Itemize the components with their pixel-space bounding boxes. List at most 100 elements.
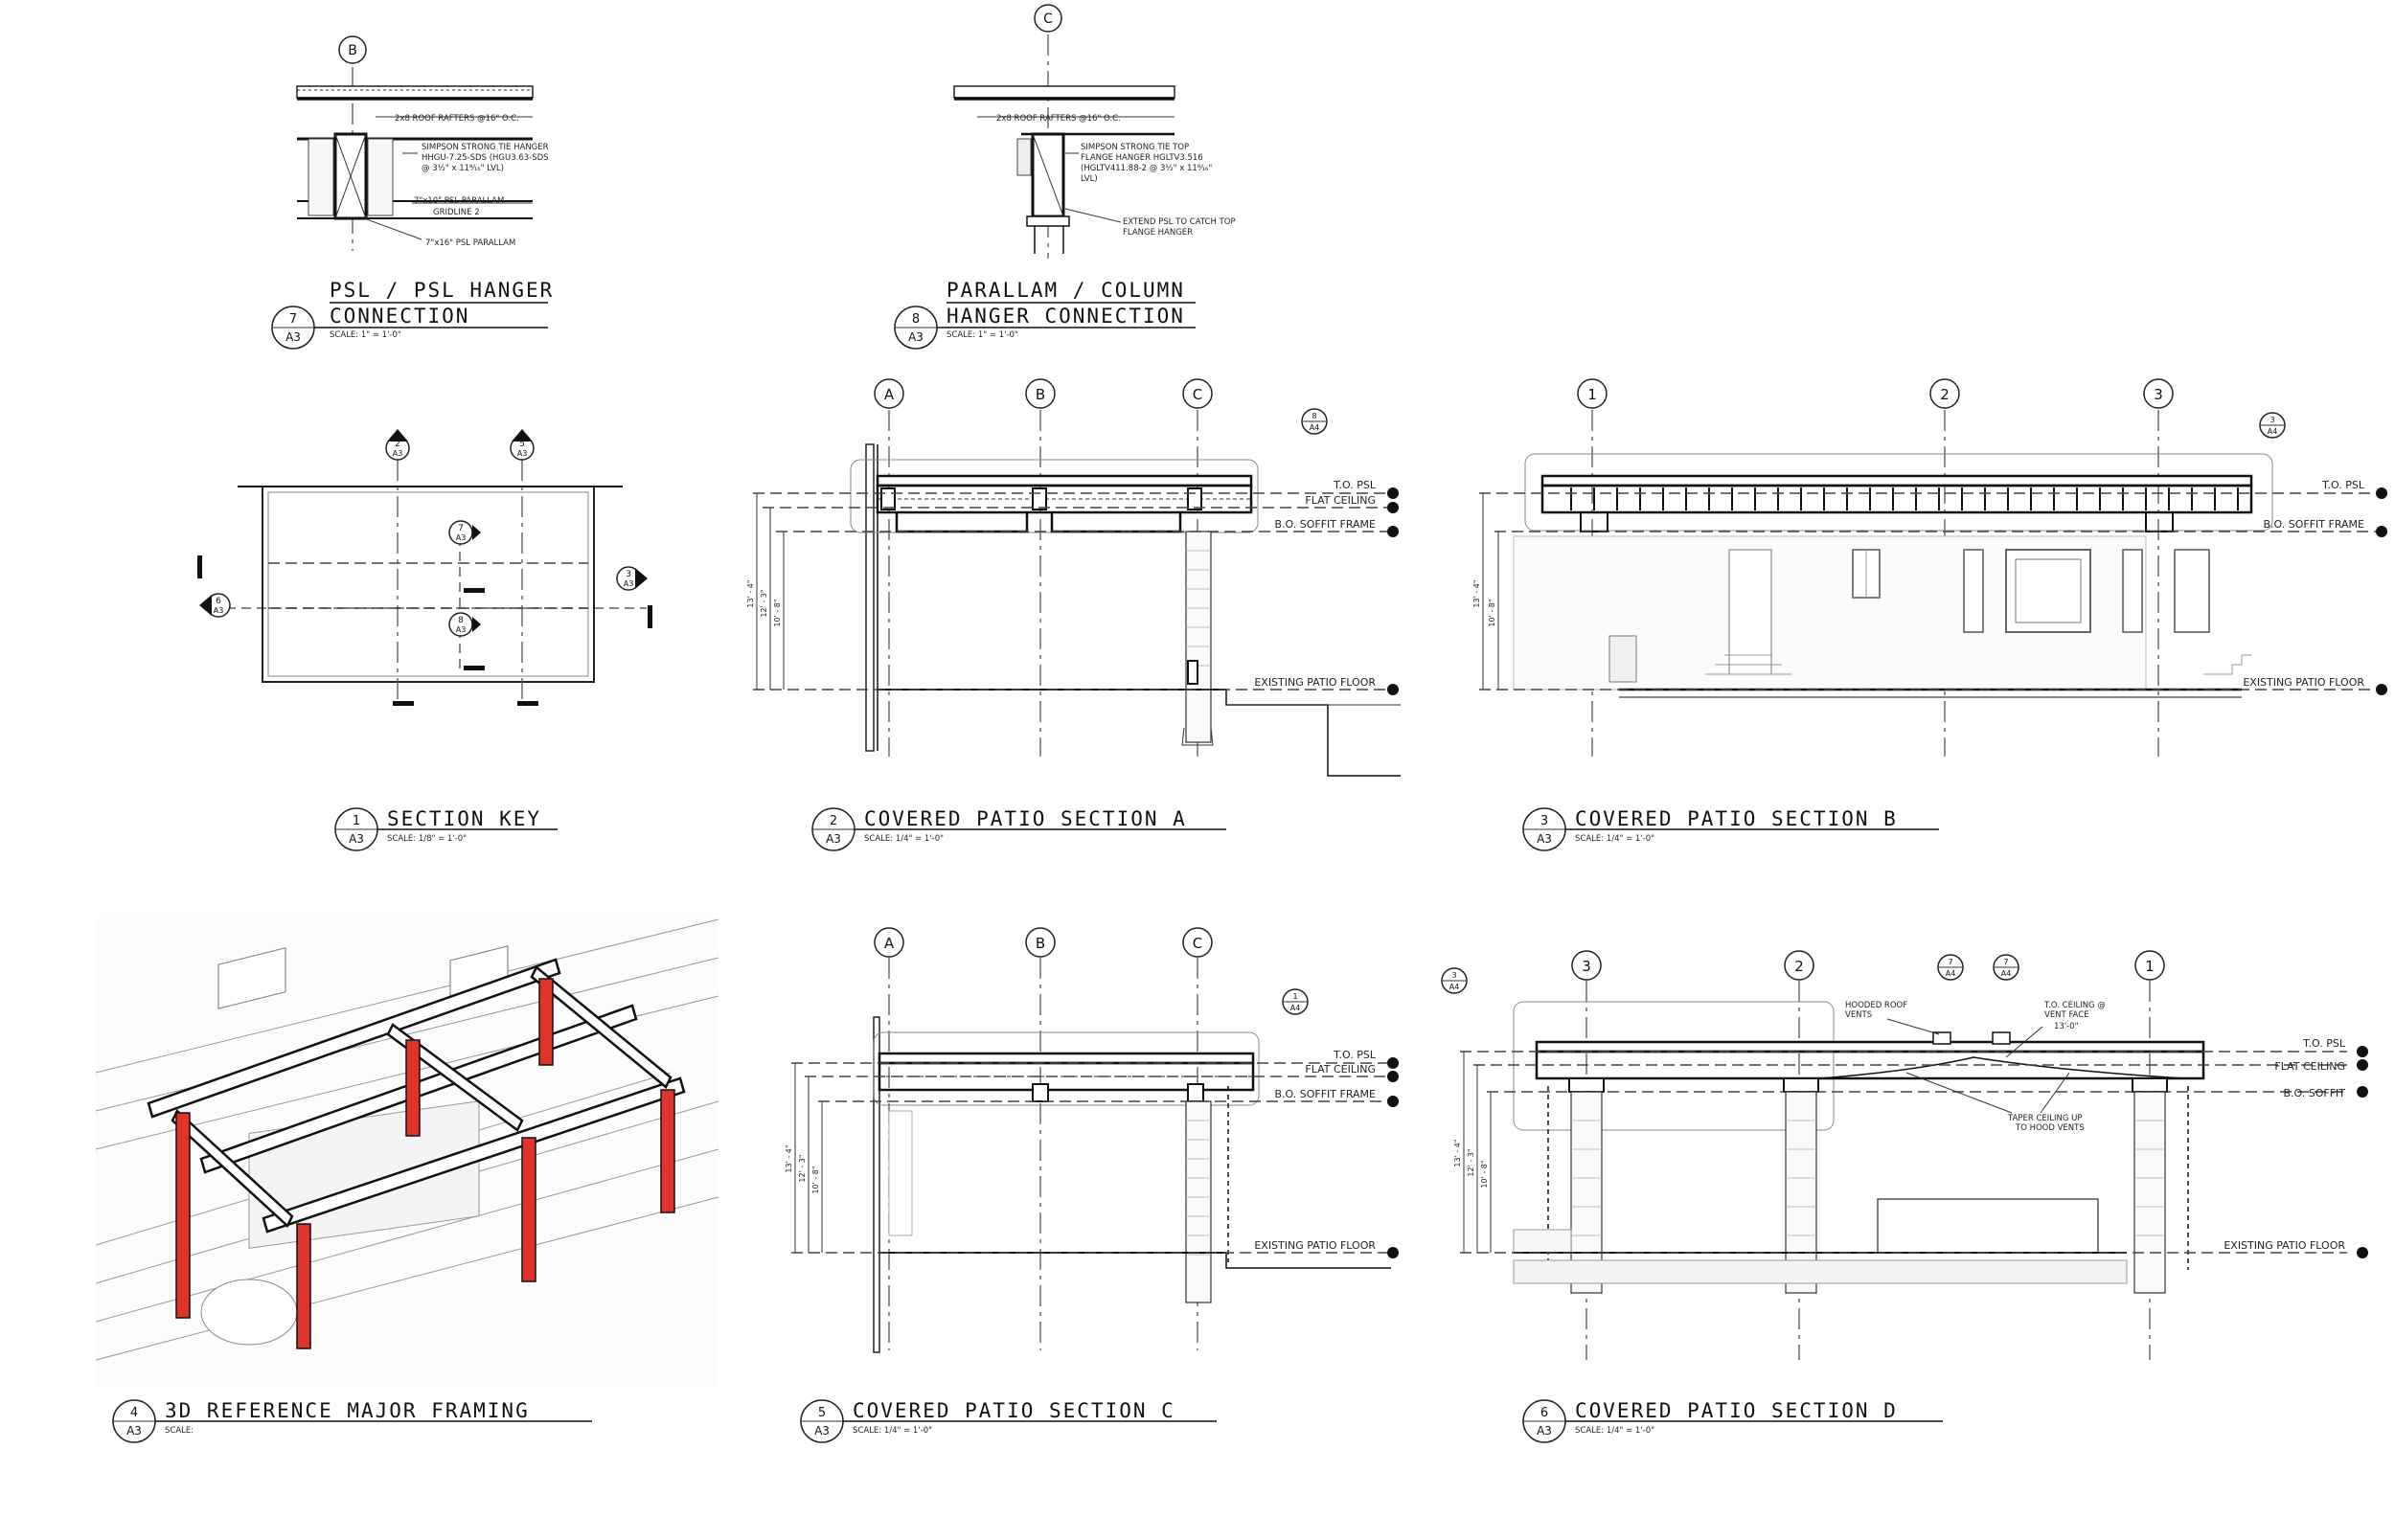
ref-sheet: A3 <box>456 533 467 542</box>
title-text: CONNECTION <box>330 305 469 328</box>
gridline-label: C <box>1193 386 1202 403</box>
level-label: EXISTING PATIO FLOOR <box>1254 676 1376 689</box>
gridline-c-bubble <box>1034 4 1062 33</box>
section-marker-8[interactable]: 8 A3 <box>448 612 481 637</box>
title-detail-5: 5 A3 COVERED PATIO SECTION C SCALE: 1/4"… <box>800 1399 1217 1443</box>
gridline-b-bubble <box>338 35 367 64</box>
level-lines-b: T.O. PSL B.O. SOFFIT FRAME EXISTING PATI… <box>1479 479 2387 695</box>
note-hanger-2: HHGU-7.25-SDS (HGU3.63-SDS <box>422 153 549 163</box>
ref-num: 7 <box>1948 958 1952 966</box>
scale-text: SCALE: 1/4" = 1'-0" <box>1575 1426 1654 1436</box>
dim-label: 10' - 8" <box>811 1166 820 1193</box>
level-label: B.O. SOFFIT FRAME <box>1275 1088 1377 1100</box>
section-marker-7[interactable]: 7 A3 <box>448 520 481 545</box>
detail-6-section-d: 3 2 1 <box>1441 950 2368 1360</box>
note-psl-1b: GRIDLINE 2 <box>433 208 480 217</box>
level-label: B.O. SOFFIT <box>2283 1087 2345 1099</box>
title-detail-4: 4 A3 3D REFERENCE MAJOR FRAMING SCALE: <box>112 1399 592 1443</box>
ref-num: 8 <box>1312 412 1316 420</box>
gridline-label: 1 <box>1587 386 1597 403</box>
gridline-label: 1 <box>2145 958 2155 975</box>
ref-sheet: A4 <box>1290 1004 1301 1012</box>
detail-ref-3[interactable]: 3 A4 <box>2259 412 2286 439</box>
level-label: B.O. SOFFIT FRAME <box>2264 518 2365 531</box>
detail-ref-8[interactable]: 8 A4 <box>1301 408 1328 435</box>
section-marker-3[interactable]: 3 A3 <box>616 566 648 591</box>
scale-text: SCALE: 1/4" = 1'-0" <box>1575 834 1654 844</box>
ref-num: 3 <box>1451 971 1456 980</box>
callout-hooded-2: VENTS <box>1845 1010 1872 1020</box>
ref-sheet: A3 <box>624 579 634 588</box>
detail-ref-3-d[interactable]: 3 A4 <box>1441 967 1468 994</box>
gridline-label: C <box>1193 935 1202 952</box>
ref-sheet: A3 <box>393 449 403 458</box>
gridline-label: 3 <box>1582 958 1591 975</box>
gridline-label: A <box>884 935 895 952</box>
title-num: 8 <box>912 312 920 327</box>
title-sheet: A3 <box>126 1424 142 1438</box>
detail-8-parallam-column: C 2x8 ROOF RAFTERS @16" O.C. SIMPSON STR… <box>953 4 1236 259</box>
dim-label: 13' - 4" <box>1472 579 1481 607</box>
section-marker-5[interactable]: 5 A3 <box>510 429 535 461</box>
scale-text: SCALE: 1/4" = 1'-0" <box>864 834 944 844</box>
ref-sheet: A4 <box>1946 969 1956 978</box>
title-text: COVERED PATIO SECTION B <box>1575 807 1898 830</box>
ref-num: 3 <box>626 570 631 579</box>
note-psl-1: 7"x10" PSL PARALLAM <box>414 196 504 206</box>
title-text: PSL / PSL HANGER <box>330 279 554 302</box>
gridline-label: 3 <box>2154 386 2163 403</box>
red-column-5 <box>521 1137 536 1282</box>
callout-toceil-3: 13'-0" <box>2054 1022 2079 1031</box>
detail-4-3d-framing <box>95 917 719 1387</box>
level-label: B.O. SOFFIT FRAME <box>1275 518 1377 531</box>
note-ext-2: FLANGE HANGER <box>1123 228 1193 238</box>
detail-ref-1[interactable]: 1 A4 <box>1282 988 1309 1015</box>
detail-ref-7-d[interactable]: 7 A4 <box>1937 954 1964 981</box>
ref-num: 2 <box>395 440 400 449</box>
gridline-label: 2 <box>1794 958 1804 975</box>
title-detail-1: 1 A3 SECTION KEY SCALE: 1/8" = 1'-0" <box>334 807 558 851</box>
title-sheet: A3 <box>1537 1424 1552 1438</box>
dimension-stack-a: 13' - 4" 12' - 3" 10' - 8" <box>746 493 785 690</box>
scale-text: SCALE: 1/8" = 1'-0" <box>387 834 467 844</box>
ref-num: 8 <box>458 616 464 625</box>
title-detail-3: 3 A3 COVERED PATIO SECTION B SCALE: 1/4"… <box>1522 807 1939 851</box>
title-text: SECTION KEY <box>387 807 541 830</box>
detail-7-psl-hanger: B 2x8 ROOF RAFTERS @16" O.C. SIMPSON STR… <box>296 35 549 251</box>
ref-sheet: A4 <box>2268 427 2278 436</box>
scale-text: SCALE: 1" = 1'-0" <box>947 330 1018 340</box>
level-label: EXISTING PATIO FLOOR <box>2224 1239 2345 1252</box>
title-text: 3D REFERENCE MAJOR FRAMING <box>165 1399 530 1422</box>
level-label: FLAT CEILING <box>1305 494 1376 507</box>
ref-sheet: A4 <box>1449 983 1460 991</box>
title-detail-8: 8 A3 PARALLAM / COLUMN HANGER CONNECTION… <box>894 279 1196 350</box>
title-text: COVERED PATIO SECTION D <box>1575 1399 1898 1422</box>
section-marker-2[interactable]: 2 A3 <box>385 429 410 461</box>
callout-toceil-2: VENT FACE <box>2044 1010 2089 1020</box>
title-sheet: A3 <box>826 832 841 846</box>
level-label: T.O. PSL <box>2321 479 2365 491</box>
title-num: 7 <box>289 312 297 327</box>
note-tie-4: LVL) <box>1081 174 1098 184</box>
note-rafters: 2x8 ROOF RAFTERS @16" O.C. <box>395 114 519 124</box>
detail-ref-7-d2[interactable]: 7 A4 <box>1993 954 2019 981</box>
level-label: FLAT CEILING <box>1305 1063 1376 1076</box>
detail-2-section-a: A B C T.O. PSL <box>746 378 1401 777</box>
level-label: T.O. PSL <box>1333 479 1377 491</box>
ref-num: 1 <box>1292 992 1297 1001</box>
note-tie-3: (HGLTV411.88-2 @ 3½" x 11⁸⁄₁₆" <box>1081 164 1212 173</box>
level-label: FLAT CEILING <box>2274 1060 2345 1073</box>
red-column-4 <box>538 978 554 1066</box>
ref-sheet: A3 <box>214 606 224 615</box>
title-sheet: A3 <box>349 832 364 846</box>
note-tie-2: FLANGE HANGER HGLTV3.516 <box>1081 153 1203 163</box>
callout-toceil-1: T.O. CEILING @ <box>2043 1001 2106 1010</box>
title-detail-6: 6 A3 COVERED PATIO SECTION D SCALE: 1/4"… <box>1522 1399 1943 1443</box>
scale-text: SCALE: <box>165 1426 194 1436</box>
section-marker-6[interactable]: 6 A3 <box>199 593 231 618</box>
red-column-3 <box>405 1039 421 1137</box>
dim-label: 13' - 4" <box>1453 1139 1462 1166</box>
note-tie-1: SIMPSON STRONG TIE TOP <box>1081 143 1189 152</box>
ref-num: 3 <box>2270 416 2274 424</box>
